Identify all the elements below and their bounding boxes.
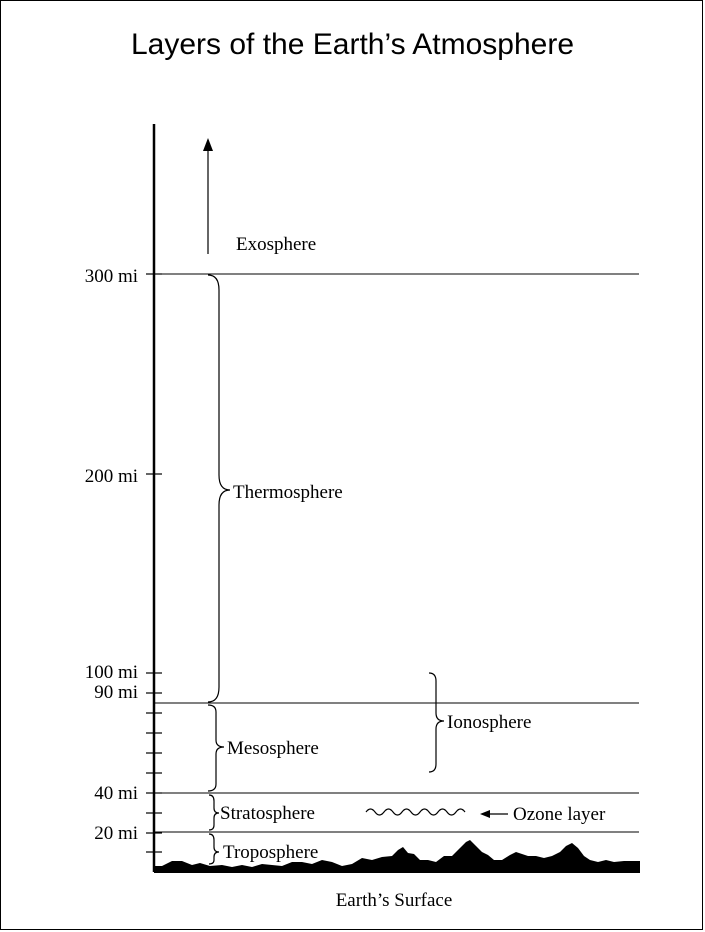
earth-surface-silhouette [154,840,640,873]
label-100-mi: 100 mi [85,662,138,683]
layer-boundaries [154,273,639,833]
stratosphere-brace [208,794,220,831]
earth-surface-label: Earth’s Surface [336,890,453,911]
ionosphere-label: Ionosphere [447,712,531,733]
label-90-mi: 90 mi [94,682,138,703]
exosphere-label: Exosphere [236,234,316,255]
stratosphere-label: Stratosphere [220,803,315,824]
ozone-layer-label: Ozone layer [513,804,606,825]
label-200-mi: 200 mi [85,466,138,487]
label-20-mi: 20 mi [94,823,138,844]
up-arrow-icon [203,138,213,254]
label-300-mi: 300 mi [85,266,138,287]
axis-ticks [146,273,162,853]
ionosphere-brace [428,672,445,773]
troposphere-brace [208,833,220,865]
mesosphere-brace [207,704,225,792]
thermosphere-label: Thermosphere [233,482,343,503]
thermosphere-brace [207,274,231,703]
troposphere-label: Troposphere [223,842,318,863]
diagram-title: Layers of the Earth’s Atmosphere [130,28,575,61]
left-arrow-icon [480,810,508,818]
mesosphere-label: Mesosphere [227,738,319,759]
ozone-wave [365,808,466,816]
label-40-mi: 40 mi [94,783,138,804]
